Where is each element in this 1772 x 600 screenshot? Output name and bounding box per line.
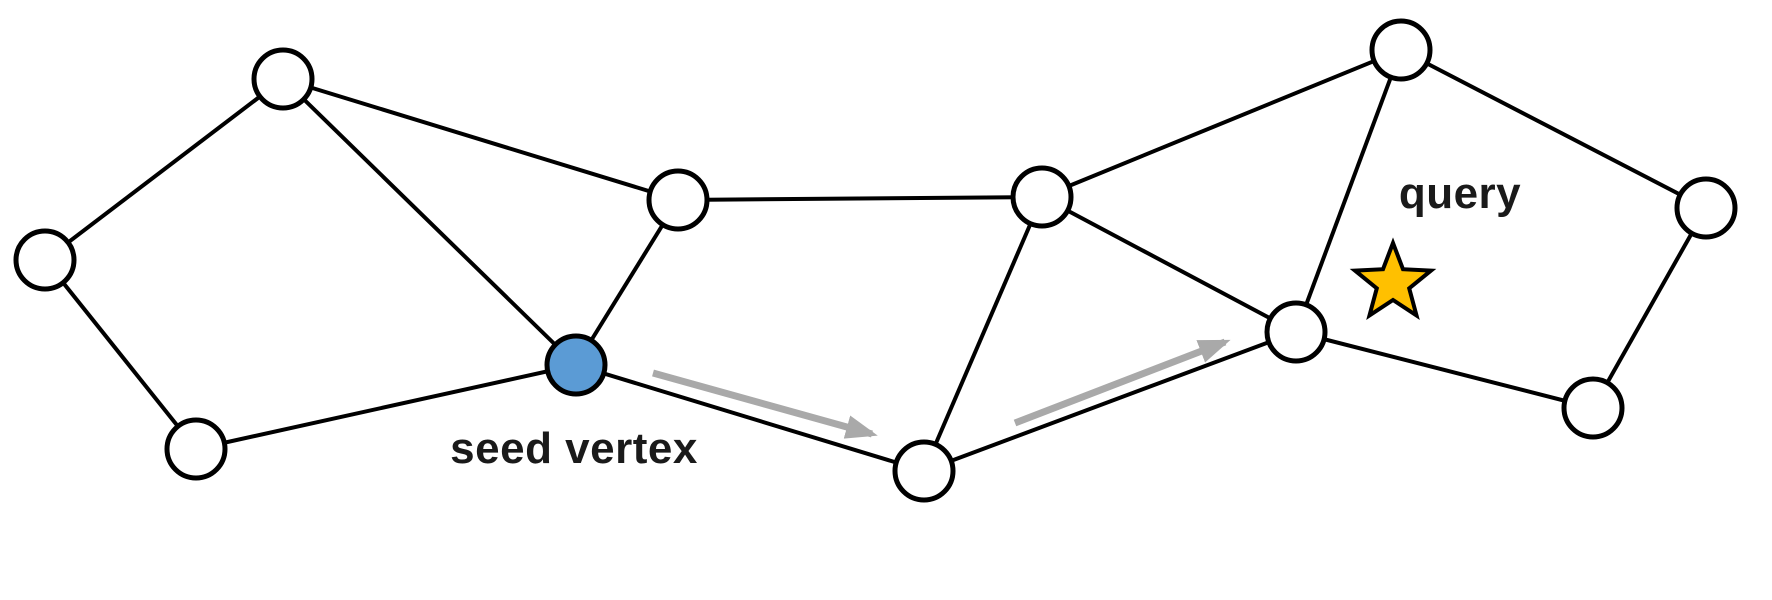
traversal-arrow [652, 369, 878, 439]
graph-edge [923, 330, 1297, 473]
graph-edge [1041, 195, 1297, 334]
seed-vertex-label: seed vertex [450, 424, 698, 473]
graph-edge [282, 77, 679, 202]
graph-vertex-node [1010, 165, 1074, 229]
graph-edge [677, 195, 1043, 202]
graph-vertex-node [251, 47, 315, 111]
seed-vertex-node [544, 333, 608, 397]
graph-vertex-node [646, 168, 710, 232]
graph-edge [1294, 49, 1403, 333]
traversal-arrow [1013, 338, 1231, 427]
graph-edge [1400, 48, 1707, 210]
graph-edge [43, 77, 285, 262]
graph-edge [1295, 330, 1594, 410]
graph-edge [195, 363, 577, 451]
graph-vertex-node [13, 228, 77, 292]
graph-edge [574, 198, 680, 367]
graph-vertex-node [1674, 176, 1738, 240]
query-star-icon [1349, 237, 1437, 320]
graph-vertex-node [892, 439, 956, 503]
graph-edge [281, 77, 578, 367]
graph-edge [1591, 207, 1708, 409]
graph-edge [43, 258, 198, 451]
graph-edge [1041, 48, 1402, 199]
graph-edge [922, 196, 1044, 472]
query-label: query [1398, 169, 1522, 218]
graph-vertex-node [1561, 376, 1625, 440]
graph-vertex-node [1264, 300, 1328, 364]
graph-vertex-node [1369, 18, 1433, 82]
graph-edge [575, 363, 925, 473]
graph-vertex-node [164, 417, 228, 481]
